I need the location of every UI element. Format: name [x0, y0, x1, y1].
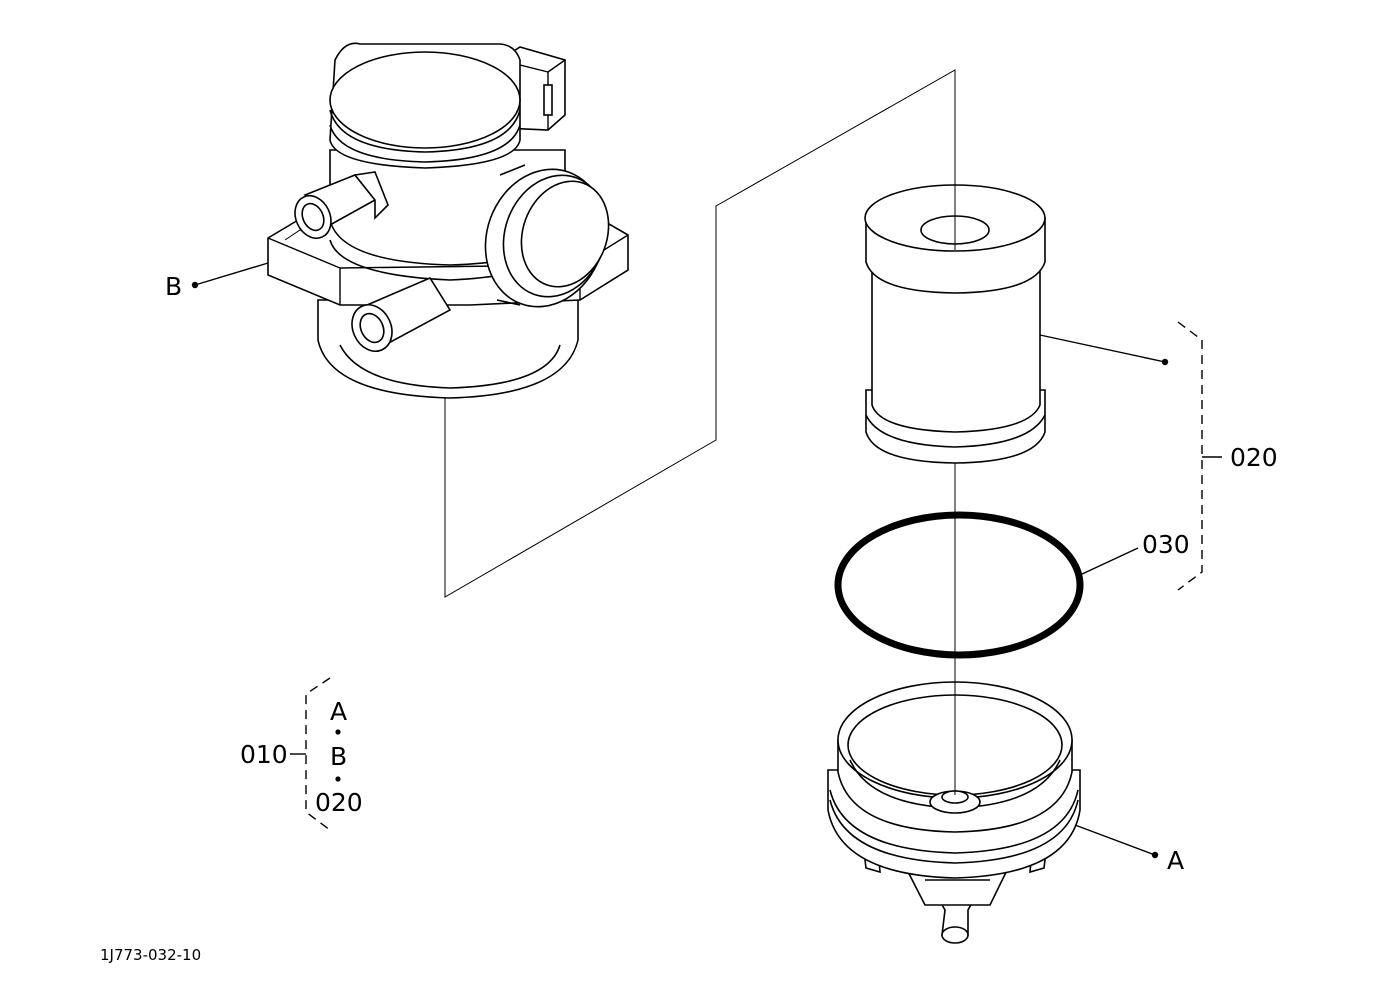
label-b: B — [165, 272, 182, 301]
label-020: 020 — [1230, 443, 1278, 472]
legend-label-010: 010 — [240, 740, 288, 769]
assembly-bracket-020 — [1177, 321, 1222, 591]
filter-element-020[interactable] — [864, 180, 1046, 464]
drawing-number: 1J773-032-10 — [100, 946, 201, 964]
filter-bowl-a[interactable] — [827, 680, 1081, 944]
label-a: A — [1167, 846, 1184, 875]
filter-head-housing-b[interactable] — [267, 42, 629, 399]
legend-item-b: B — [330, 742, 347, 771]
legend-bracket-010 — [290, 677, 341, 831]
legend-item-020: 020 — [315, 788, 363, 817]
leader-lines — [191, 262, 1169, 859]
label-030: 030 — [1142, 530, 1190, 559]
o-ring-030[interactable] — [834, 511, 1084, 659]
legend-item-a: A — [330, 697, 347, 726]
